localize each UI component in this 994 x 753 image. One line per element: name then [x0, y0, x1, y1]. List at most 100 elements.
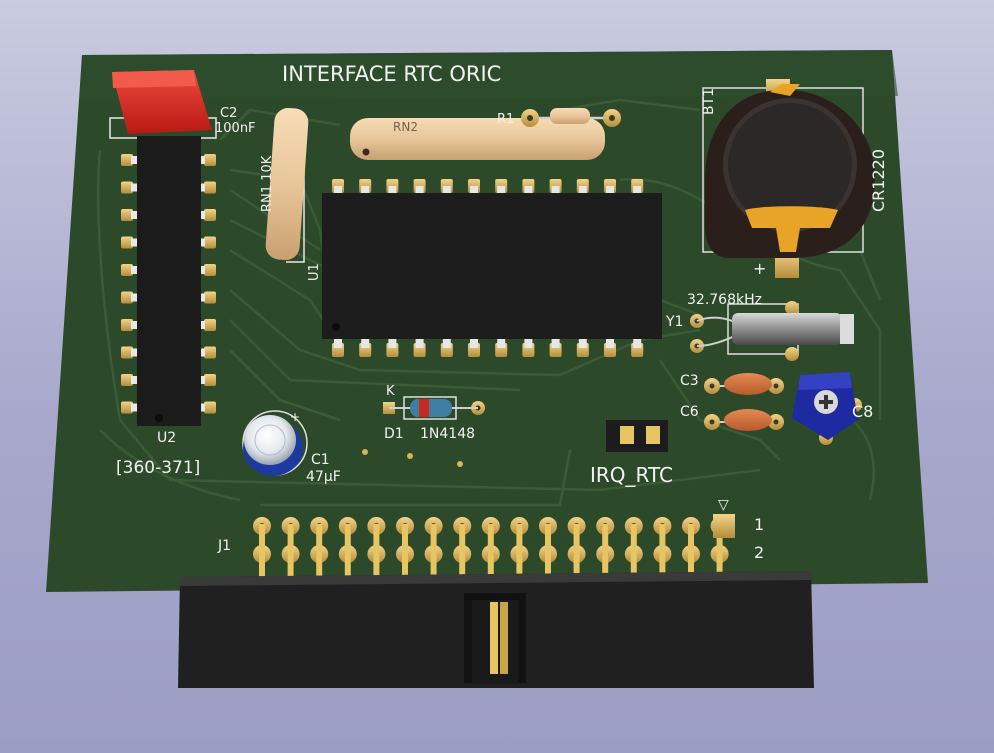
u1-pin: [415, 186, 424, 198]
u1-pin: [497, 336, 506, 348]
u1-ref: U1: [307, 263, 322, 281]
c2-value: 100nF: [215, 121, 256, 136]
c6-ref: C6: [680, 404, 699, 420]
c3-ref: C3: [680, 373, 699, 389]
j1-pin: [373, 524, 380, 578]
battery-holder-bt1: [702, 79, 875, 278]
irq-jumper: [606, 420, 668, 452]
j1-pin: [659, 524, 666, 578]
u1-pin: [470, 186, 478, 198]
u2-pad: [121, 236, 133, 249]
u1-pin: [551, 336, 560, 348]
capacitor-c1: [242, 410, 308, 476]
u2-pad: [121, 181, 133, 194]
d1-cathode: K: [386, 384, 395, 399]
u2-pad: [121, 374, 133, 386]
u1-pin: [578, 336, 587, 348]
board-title: INTERFACE RTC ORIC: [282, 62, 501, 86]
resistor-network-rn1: [265, 107, 309, 263]
j1-pin1-marker: ▽: [718, 497, 729, 513]
u1-pin: [578, 186, 587, 198]
u2-pin: [131, 293, 139, 302]
u2-pad: [121, 264, 133, 276]
j1-pin: [402, 524, 408, 578]
u1-pin: [415, 336, 424, 348]
u1-pin1-dot: [332, 323, 340, 331]
u1-pin: [497, 186, 506, 198]
u1-pin: [633, 336, 642, 348]
u1-pin: [442, 186, 451, 198]
connector-j1-shroud: [178, 571, 814, 688]
u1-pin: [524, 186, 533, 198]
u1-pin: [633, 186, 642, 198]
u1-pin: [606, 336, 614, 348]
u2-pad: [121, 401, 133, 414]
u1-pin: [442, 336, 451, 348]
bt1-value: CR1220: [869, 149, 888, 212]
u2-bank-label: [360-371]: [116, 458, 200, 478]
u2-body: [137, 136, 201, 426]
u2-pin: [131, 403, 139, 412]
j1-pin1-pad: [713, 514, 735, 538]
c1-value: 47µF: [306, 469, 341, 485]
u1-pin: [551, 186, 560, 198]
j1-pin: [573, 524, 580, 578]
capacitor-c6: [704, 409, 784, 431]
capacitor-c2: [109, 70, 217, 139]
j1-pin: [316, 524, 323, 578]
u1-pin: [361, 336, 370, 348]
j1-pin: [716, 524, 723, 578]
j1-pin: [344, 524, 351, 578]
j1-pin: [630, 524, 637, 578]
j1-pin: [516, 524, 523, 578]
u1-pin: [334, 186, 342, 198]
c1-plus: +: [290, 410, 300, 424]
capacitor-c3: [704, 373, 784, 395]
u2-pad: [204, 319, 216, 331]
u2-pin1-dot: [155, 414, 163, 422]
u2-pad: [204, 374, 216, 386]
u1-pin: [606, 186, 614, 198]
chip-u2: [121, 136, 216, 426]
u2-pad: [121, 154, 133, 166]
u1-pin: [388, 186, 397, 198]
u1-pin: [470, 336, 478, 348]
c1-ref: C1: [311, 452, 330, 468]
u2-pad: [204, 154, 216, 166]
crystal-y1: [690, 301, 854, 361]
c2-ref: C2: [220, 106, 237, 121]
resistor-network-rn2: [350, 118, 605, 160]
u2-pin: [131, 238, 139, 247]
connector-j1: [253, 514, 735, 578]
j1-pin: [459, 524, 466, 578]
u2-pad: [121, 346, 133, 359]
chip-u1: [322, 179, 662, 357]
u2-pad: [121, 209, 133, 221]
d1-value: 1N4148: [420, 426, 475, 442]
u2-pin: [131, 183, 139, 192]
u1-pin: [334, 336, 342, 348]
u2-pad: [121, 319, 133, 331]
bt1-plus: +: [753, 259, 766, 278]
j1-pin: [688, 524, 694, 578]
vias: [362, 449, 463, 467]
pcb-board-shade: [80, 50, 898, 100]
j1-pin: [545, 524, 551, 578]
u2-pin: [131, 321, 139, 329]
irq-label: IRQ_RTC: [590, 463, 673, 487]
y1-value: 32.768kHz: [687, 292, 762, 308]
u1-pin: [361, 186, 370, 198]
trimmer-capacitor: [792, 372, 862, 445]
diode-d1: [383, 396, 485, 420]
rn2-ref: RN2: [393, 120, 418, 134]
j1-ref: J1: [217, 538, 231, 554]
u2-pad: [204, 401, 216, 414]
j1-pin: [487, 524, 494, 578]
j1-pin: [430, 524, 437, 578]
j1-pin1-label: 1: [754, 515, 764, 534]
u2-pad: [204, 209, 216, 221]
u2-pad: [204, 264, 216, 276]
j1-pin: [287, 524, 294, 578]
u2-pad: [204, 181, 216, 194]
